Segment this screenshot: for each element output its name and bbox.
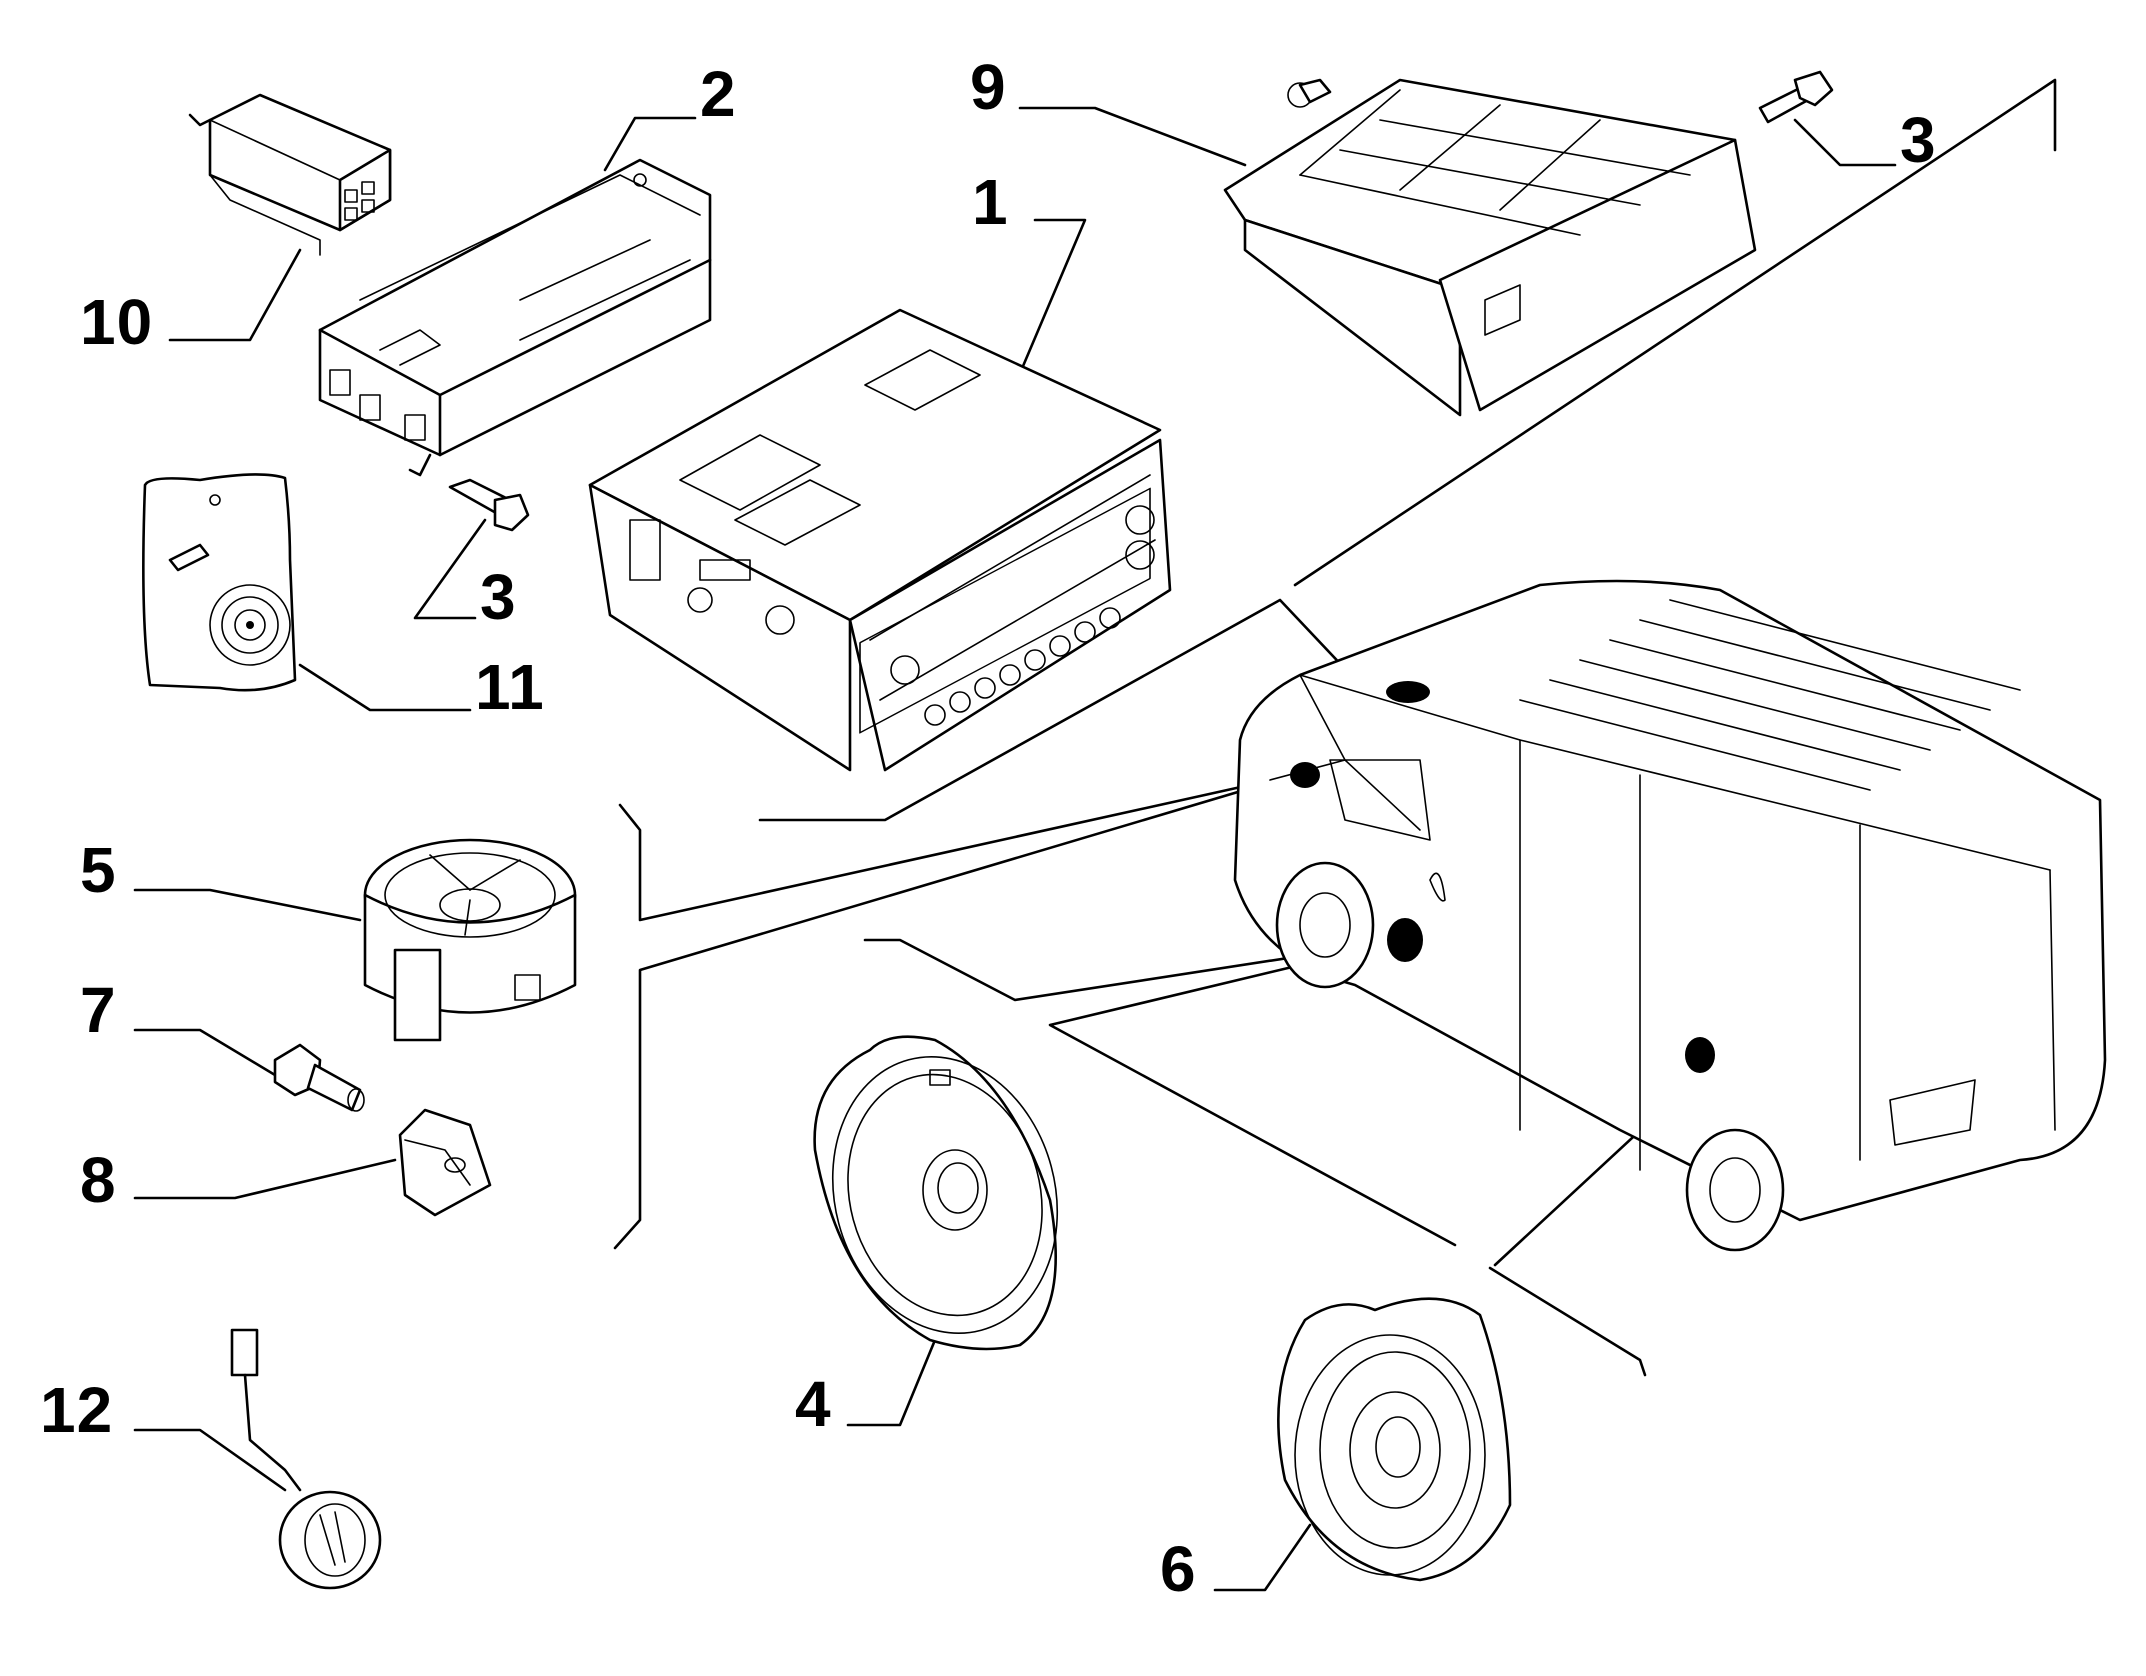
bracket-top: [1293, 78, 2057, 587]
callout-2: 2: [700, 58, 737, 130]
leader-11: [298, 663, 472, 712]
callout-12: 12: [40, 1374, 114, 1446]
leader-4: [846, 1338, 937, 1427]
nav-grid: [1299, 89, 1691, 236]
connector-part-10: [188, 93, 392, 256]
callout-7: 7: [80, 974, 117, 1046]
leader-12: [133, 1428, 287, 1492]
bracket-front-door: [863, 938, 1457, 1247]
callout-8: 8: [80, 1144, 117, 1216]
marker-rear: [1685, 1037, 1715, 1073]
leader-8: [133, 1158, 397, 1200]
radio-part-1: [588, 308, 1172, 772]
microphone-part-12: [230, 1328, 382, 1590]
callout-6: 6: [1160, 1533, 1197, 1605]
marker-front-door: [1387, 918, 1423, 962]
callout-4: 4: [795, 1368, 832, 1440]
screw-part-3-mid: [448, 478, 530, 532]
leader-lines: [133, 78, 2057, 1592]
bracket-rear: [1488, 1266, 1647, 1377]
speaker-part-4: [813, 1035, 1059, 1351]
callout-3-mid: 3: [480, 561, 517, 633]
software-bag-part-11: [142, 473, 297, 692]
leader-10: [168, 248, 302, 342]
callout-3-top: 3: [1900, 104, 1937, 176]
leader-6: [1213, 1523, 1312, 1592]
leader-1: [1013, 218, 1087, 387]
navigation-unit-part-9: [1223, 78, 1757, 417]
callout-1: 1: [972, 166, 1009, 238]
callout-11: 11: [475, 651, 545, 723]
callout-9: 9: [970, 51, 1007, 123]
bracket-radio: [758, 598, 1367, 822]
leader-7: [133, 1028, 277, 1077]
speaker-part-6: [1277, 1297, 1512, 1582]
clip-part-8: [398, 1108, 492, 1217]
mounting-cage-part-2: [318, 158, 712, 477]
leader-2: [603, 116, 697, 172]
callout-5: 5: [80, 834, 117, 906]
screw-part-3-top: [1758, 70, 1834, 124]
leader-5: [133, 888, 362, 922]
leader-9: [1018, 106, 1247, 167]
callout-10: 10: [80, 286, 154, 358]
leader-3-mid: [413, 518, 487, 620]
roof-ribs: [1519, 599, 2021, 791]
tweeter-part-5: [363, 838, 577, 1042]
van-illustration: [1233, 579, 2107, 1252]
leader-3-top: [1793, 118, 1897, 167]
marker-dash: [1290, 762, 1320, 788]
bolt-part-7: [273, 1043, 365, 1112]
marker-roof-antenna: [1386, 681, 1430, 703]
